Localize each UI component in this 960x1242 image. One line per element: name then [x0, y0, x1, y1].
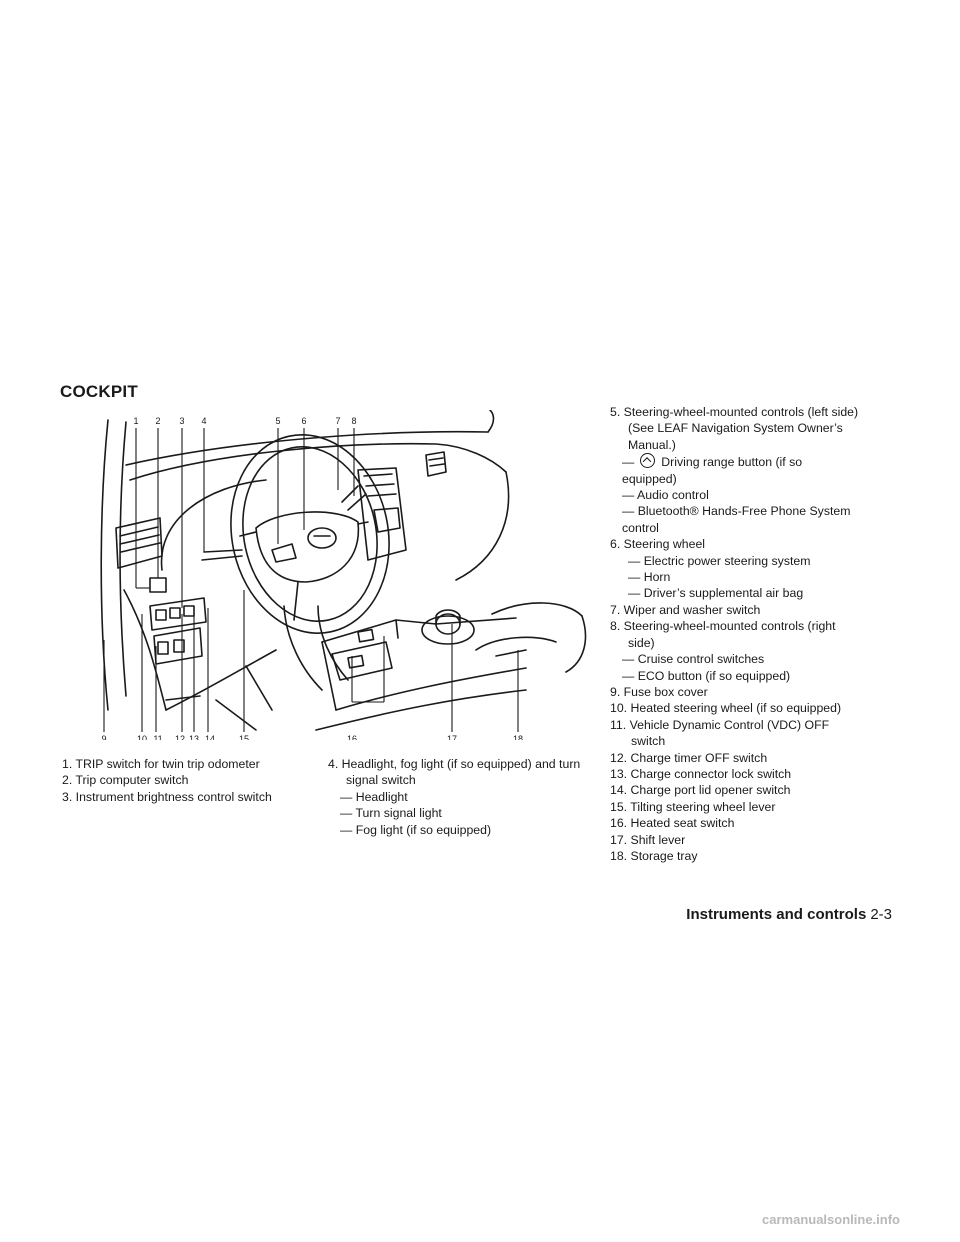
legend-item-11: 11. Vehicle Dynamic Control (VDC) OFF [610, 717, 830, 732]
callout-15: 15 [239, 734, 249, 740]
legend-sub-bluetooth-cont: control [622, 520, 659, 535]
legend-item-10: 10. Heated steering wheel (if so equippe… [610, 701, 842, 716]
legend-column-2: 4. Headlight, fog light (if so equipped)… [328, 756, 590, 838]
legend-item-17: 17. Shift lever [610, 832, 686, 847]
legend-sub-driving-range-cont: equipped) [622, 471, 677, 486]
callout-18: 18 [513, 734, 523, 740]
legend-sub-horn: — Horn [628, 570, 671, 585]
callout-12: 12 [175, 734, 185, 740]
callout-3: 3 [179, 416, 184, 426]
legend-sub-airbag: — Driver’s supplemental air bag [628, 586, 804, 601]
legend-sub-driving-range: — Driving range button (if so [610, 453, 910, 470]
legend-item-2: 2. Trip computer switch [62, 773, 189, 788]
callout-8: 8 [351, 416, 356, 426]
legend-column-3: 5. Steering-wheel-mounted controls (left… [610, 404, 910, 864]
legend-sub-eps: — Electric power steering system [628, 553, 811, 568]
legend-sub-headlight: — Headlight [340, 789, 408, 804]
watermark: carmanualsonline.info [762, 1212, 900, 1227]
callout-10: 10 [137, 734, 147, 740]
legend-item-5-cont: (See LEAF Navigation System Owner’s [628, 421, 843, 436]
callout-13: 13 [189, 734, 199, 740]
legend-item-8: 8. Steering-wheel-mounted controls (righ… [610, 619, 836, 634]
callout-14: 14 [205, 734, 215, 740]
callout-17: 17 [447, 734, 457, 740]
callout-5: 5 [275, 416, 280, 426]
legend-sub-audio: — Audio control [622, 488, 709, 503]
callout-16: 16 [347, 734, 357, 740]
legend-sub-cruise: — Cruise control switches [622, 652, 765, 667]
driving-range-label: Driving range button (if so [661, 455, 803, 470]
legend-item-6: 6. Steering wheel [610, 537, 706, 552]
legend-sub-eco: — ECO button (if so equipped) [622, 668, 791, 683]
callout-11: 11 [153, 734, 162, 740]
legend-item-9: 9. Fuse box cover [610, 684, 708, 699]
cockpit-illustration: 1 2 3 4 5 6 7 8 9 10 11 12 13 14 15 16 1… [100, 410, 587, 740]
legend-item-11-cont: switch [631, 734, 666, 749]
page-number: 2-3 [870, 906, 892, 923]
legend-item-1: 1. TRIP switch for twin trip odometer [62, 757, 260, 771]
legend-column-1: 1. TRIP switch for twin trip odometer 2.… [62, 756, 312, 805]
legend-item-16: 16. Heated seat switch [610, 816, 735, 831]
legend-item-12: 12. Charge timer OFF switch [610, 750, 768, 765]
callout-1: 1 [133, 416, 138, 426]
legend-sub-bluetooth: — Bluetooth® Hands-Free Phone System [622, 504, 851, 519]
legend-item-5: 5. Steering-wheel-mounted controls (left… [610, 405, 859, 419]
legend-item-18: 18. Storage tray [610, 848, 698, 863]
callout-4: 4 [201, 416, 206, 426]
dash: — [622, 455, 635, 470]
section-title: COCKPIT [60, 382, 138, 401]
callout-6: 6 [301, 416, 306, 426]
callout-9: 9 [101, 734, 106, 740]
footer-section: Instruments and controls [686, 906, 867, 923]
legend-item-13: 13. Charge connector lock switch [610, 766, 792, 781]
legend-item-14: 14. Charge port lid opener switch [610, 783, 791, 798]
legend-item-8-cont: side) [628, 635, 655, 650]
callout-7: 7 [335, 416, 340, 426]
legend-item-4-cont: signal switch [346, 773, 416, 788]
legend-item-7: 7. Wiper and washer switch [610, 602, 761, 617]
legend-item-5-cont2: Manual.) [628, 437, 676, 452]
legend-sub-fog-light: — Fog light (if so equipped) [340, 822, 492, 837]
driving-range-icon [640, 453, 656, 469]
legend-item-15: 15. Tilting steering wheel lever [610, 799, 776, 814]
legend-sub-turn-signal: — Turn signal light [340, 806, 442, 821]
legend-item-4: 4. Headlight, fog light (if so equipped)… [328, 757, 581, 771]
callout-2: 2 [155, 416, 160, 426]
legend-item-3: 3. Instrument brightness control switch [62, 789, 272, 804]
